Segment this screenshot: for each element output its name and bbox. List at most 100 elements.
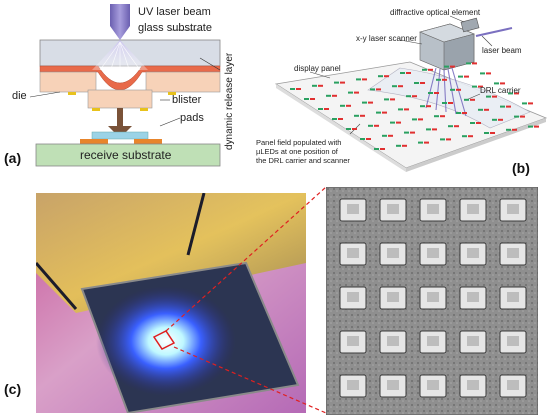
uv-laser-beam-tip bbox=[110, 26, 130, 40]
led-red bbox=[420, 82, 425, 84]
led-red bbox=[534, 125, 539, 128]
micro-led-contact bbox=[387, 336, 399, 346]
led-green bbox=[356, 78, 361, 81]
led-green bbox=[486, 95, 491, 98]
panel-c-letter: (c) bbox=[4, 381, 22, 397]
led-green bbox=[494, 82, 499, 85]
led-green bbox=[528, 125, 533, 128]
led-red bbox=[428, 68, 433, 71]
device-photo bbox=[36, 193, 306, 413]
led-green bbox=[404, 131, 409, 134]
receive-pad-right bbox=[134, 139, 162, 144]
micro-led-contact bbox=[467, 292, 479, 302]
led-red bbox=[464, 75, 469, 78]
led-green bbox=[466, 62, 471, 65]
led-green bbox=[426, 128, 431, 131]
led-green bbox=[436, 78, 441, 81]
led-red bbox=[456, 88, 461, 91]
led-green bbox=[354, 114, 359, 117]
led-red bbox=[472, 62, 477, 65]
led-green bbox=[418, 141, 423, 144]
led-red bbox=[390, 98, 395, 101]
zoom-lines bbox=[165, 186, 327, 414]
display-panel-edge bbox=[276, 84, 406, 172]
led-red bbox=[368, 101, 373, 104]
led-green bbox=[450, 88, 455, 91]
led-green bbox=[478, 108, 483, 111]
led-red bbox=[514, 92, 519, 95]
led-green bbox=[332, 118, 337, 120]
micro-led-contact bbox=[427, 380, 439, 390]
laser-beam-in bbox=[475, 27, 513, 37]
led-green bbox=[414, 82, 419, 84]
led-green bbox=[368, 124, 373, 127]
led-red bbox=[500, 82, 505, 85]
led-green bbox=[348, 91, 353, 94]
drl-carrier bbox=[367, 67, 531, 129]
label-blister: blister bbox=[172, 94, 202, 106]
probe-needle-left bbox=[36, 262, 78, 310]
led-red bbox=[396, 121, 401, 124]
led-green bbox=[462, 135, 467, 138]
led-green bbox=[312, 84, 317, 87]
led-red bbox=[448, 102, 453, 104]
led-green bbox=[484, 132, 489, 134]
panel-field-line-1: Panel field populated with bbox=[256, 138, 342, 147]
receive-substrate bbox=[35, 143, 221, 167]
led-green bbox=[458, 75, 463, 78]
led-green bbox=[374, 148, 379, 150]
led-green bbox=[480, 72, 485, 75]
micro-led-contact bbox=[347, 380, 359, 390]
led-green bbox=[434, 115, 439, 118]
die-pad bbox=[92, 108, 100, 111]
led-green bbox=[326, 94, 331, 97]
blue-glow bbox=[96, 286, 236, 396]
label-display-panel: display panel bbox=[294, 64, 341, 73]
led-red bbox=[366, 138, 371, 140]
led-red bbox=[406, 72, 411, 74]
panel-b: diffractive optical element x-y laser sc… bbox=[250, 0, 550, 185]
led-red bbox=[476, 122, 481, 124]
led-green bbox=[340, 104, 345, 107]
panel-a-diagram bbox=[29, 4, 221, 167]
led-green bbox=[508, 92, 513, 95]
label-pads: pads bbox=[180, 112, 204, 124]
led-red bbox=[490, 132, 495, 134]
led-green bbox=[290, 88, 295, 90]
led-red bbox=[528, 102, 533, 105]
panel-a-letter: (a) bbox=[4, 150, 22, 166]
led-green bbox=[384, 98, 389, 101]
panel-a: UV laser beam glass substrate blister di… bbox=[0, 0, 250, 180]
micro-led-contact bbox=[507, 204, 519, 214]
led-red bbox=[462, 112, 467, 114]
uv-laser-beam bbox=[110, 4, 130, 26]
led-green bbox=[522, 102, 527, 105]
display-panel-edge-right bbox=[406, 118, 546, 172]
led-red bbox=[324, 108, 329, 110]
led-red bbox=[318, 84, 323, 87]
led-green bbox=[392, 85, 397, 88]
label-xy-laser-scanner: x-y laser scanner bbox=[356, 34, 417, 43]
micro-led-contact bbox=[507, 248, 519, 258]
panel-b-diagram bbox=[274, 15, 548, 172]
micro-led-contact bbox=[387, 248, 399, 258]
led-green bbox=[334, 81, 339, 84]
label-receive-substrate: receive substrate bbox=[80, 148, 172, 162]
led-red bbox=[332, 94, 337, 97]
micro-led-contact bbox=[347, 292, 359, 302]
led-red bbox=[492, 95, 497, 98]
led-red bbox=[374, 124, 379, 127]
micro-led-contact bbox=[507, 292, 519, 302]
led-green bbox=[396, 144, 401, 147]
panel-c: (c) bbox=[0, 185, 550, 418]
led-red bbox=[440, 115, 445, 118]
led-red bbox=[498, 118, 503, 121]
micro-led-contact bbox=[387, 380, 399, 390]
led-red bbox=[346, 104, 351, 107]
led-red bbox=[380, 148, 385, 150]
led-red bbox=[486, 72, 491, 75]
micro-led-contact bbox=[507, 336, 519, 346]
pad bbox=[68, 92, 76, 95]
led-red bbox=[382, 111, 387, 114]
die-pad bbox=[140, 108, 148, 111]
